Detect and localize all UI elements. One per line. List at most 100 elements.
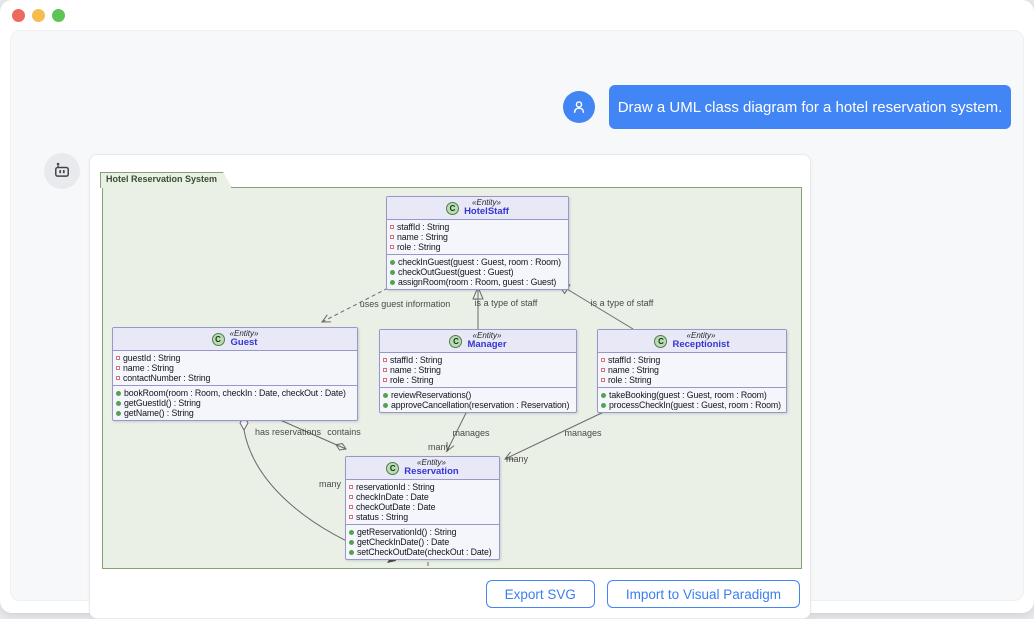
attribute-visibility-icon <box>383 378 387 382</box>
import-to-visual-paradigm-button[interactable]: Import to Visual Paradigm <box>607 580 800 608</box>
class-operations: reviewReservations() approveCancellation… <box>380 388 576 412</box>
class-operations: checkInGuest(guest : Guest, room : Room)… <box>387 255 568 289</box>
operation-text: reviewReservations() <box>391 390 471 400</box>
class-header: C «Entity» Receptionist <box>598 330 786 353</box>
operation-text: getGuestId() : String <box>124 398 201 408</box>
edge-generalization-receptionist <box>557 283 633 329</box>
attribute-visibility-icon <box>349 495 353 499</box>
class-name: Reservation <box>404 467 458 477</box>
class-header: C «Entity» HotelStaff <box>387 197 568 220</box>
diagram-canvas[interactable]: uses guest information is a type of staf… <box>102 187 802 569</box>
class-name: Manager <box>467 340 506 350</box>
uml-class-guest[interactable]: C «Entity» Guest guestId : String name :… <box>112 327 358 421</box>
attribute-row: name : String <box>383 365 573 375</box>
attribute-row: role : String <box>601 375 783 385</box>
class-icon: C <box>654 335 667 348</box>
operation-text: takeBooking(guest : Guest, room : Room) <box>609 390 767 400</box>
chat-user-message: Draw a UML class diagram for a hotel res… <box>609 85 1011 129</box>
attribute-row: staffId : String <box>601 355 783 365</box>
user-avatar <box>563 91 595 123</box>
edge-label-is-a-type-of-staff-1: is a type of staff <box>475 298 538 308</box>
operation-visibility-icon <box>349 540 354 545</box>
attribute-row: role : String <box>390 242 565 252</box>
attribute-visibility-icon <box>390 235 394 239</box>
assistant-avatar <box>44 153 80 189</box>
attribute-row: name : String <box>116 363 354 373</box>
attribute-text: role : String <box>390 375 433 385</box>
operation-text: getName() : String <box>124 408 194 418</box>
attribute-visibility-icon <box>601 368 605 372</box>
attribute-visibility-icon <box>116 376 120 380</box>
operation-text: checkOutGuest(guest : Guest) <box>398 267 513 277</box>
class-icon: C <box>449 335 462 348</box>
class-name: HotelStaff <box>464 207 509 217</box>
window-controls <box>12 9 65 22</box>
close-window-button[interactable] <box>12 9 25 22</box>
operation-text: processCheckIn(guest : Guest, room : Roo… <box>609 400 781 410</box>
class-operations: bookRoom(room : Room, checkIn : Date, ch… <box>113 386 357 420</box>
attribute-visibility-icon <box>349 485 353 489</box>
attribute-row: staffId : String <box>390 222 565 232</box>
class-operations: takeBooking(guest : Guest, room : Room) … <box>598 388 786 412</box>
attribute-text: staffId : String <box>397 222 449 232</box>
attribute-row: checkOutDate : Date <box>349 502 496 512</box>
operation-row: getGuestId() : String <box>116 398 354 408</box>
attribute-visibility-icon <box>390 245 394 249</box>
attribute-text: role : String <box>608 375 651 385</box>
operation-visibility-icon <box>349 530 354 535</box>
class-attributes: staffId : String name : String role : St… <box>380 353 576 388</box>
operation-text: approveCancellation(reservation : Reserv… <box>391 400 569 410</box>
export-svg-button[interactable]: Export SVG <box>486 580 595 608</box>
operation-row: bookRoom(room : Room, checkIn : Date, ch… <box>116 388 354 398</box>
attribute-visibility-icon <box>383 358 387 362</box>
uml-class-reservation[interactable]: C «Entity» Reservation reservationId : S… <box>345 456 500 560</box>
edge-association-receptionist-manages <box>505 409 610 459</box>
operation-text: checkInGuest(guest : Guest, room : Room) <box>398 257 561 267</box>
edge-dependency-uses-guest-information <box>322 285 394 322</box>
class-attributes: staffId : String name : String role : St… <box>598 353 786 388</box>
class-attributes: reservationId : String checkInDate : Dat… <box>346 480 499 525</box>
operation-row: approveCancellation(reservation : Reserv… <box>383 400 573 410</box>
attribute-text: name : String <box>123 363 174 373</box>
attribute-visibility-icon <box>383 368 387 372</box>
diagram-frame-title: Hotel Reservation System <box>100 172 232 188</box>
operation-visibility-icon <box>349 550 354 555</box>
user-icon <box>570 98 588 116</box>
attribute-row: guestId : String <box>116 353 354 363</box>
multiplicity-many-guest: many <box>319 479 342 489</box>
attribute-row: reservationId : String <box>349 482 496 492</box>
operation-row: getCheckInDate() : Date <box>349 537 496 547</box>
operation-visibility-icon <box>116 391 121 396</box>
minimize-window-button[interactable] <box>32 9 45 22</box>
class-icon: C <box>212 333 225 346</box>
operation-text: setCheckOutDate(checkOut : Date) <box>357 547 492 557</box>
operation-visibility-icon <box>383 403 388 408</box>
uml-class-receptionist[interactable]: C «Entity» Receptionist staffId : String… <box>597 329 787 413</box>
maximize-window-button[interactable] <box>52 9 65 22</box>
operation-row: getName() : String <box>116 408 354 418</box>
uml-class-manager[interactable]: C «Entity» Manager staffId : String name… <box>379 329 577 413</box>
edge-label-is-a-type-of-staff-2: is a type of staff <box>591 298 654 308</box>
class-header: C «Entity» Reservation <box>346 457 499 480</box>
class-name: Receptionist <box>672 340 729 350</box>
class-icon: C <box>386 462 399 475</box>
class-header: C «Entity» Manager <box>380 330 576 353</box>
operation-visibility-icon <box>116 401 121 406</box>
uml-class-hotelstaff[interactable]: C «Entity» HotelStaff staffId : String n… <box>386 196 569 290</box>
attribute-text: status : String <box>356 512 408 522</box>
attribute-visibility-icon <box>601 378 605 382</box>
attribute-text: contactNumber : String <box>123 373 210 383</box>
content-panel: Draw a UML class diagram for a hotel res… <box>10 30 1024 601</box>
attribute-row: checkInDate : Date <box>349 492 496 502</box>
diagram-card: Hotel Reservation System <box>89 154 811 619</box>
attribute-text: reservationId : String <box>356 482 435 492</box>
class-icon: C <box>446 202 459 215</box>
operation-visibility-icon <box>390 270 395 275</box>
operation-row: checkOutGuest(guest : Guest) <box>390 267 565 277</box>
attribute-text: name : String <box>397 232 448 242</box>
attribute-text: guestId : String <box>123 353 180 363</box>
operation-row: processCheckIn(guest : Guest, room : Roo… <box>601 400 783 410</box>
edge-label-contains: contains <box>327 427 361 437</box>
operation-row: checkInGuest(guest : Guest, room : Room) <box>390 257 565 267</box>
class-attributes: staffId : String name : String role : St… <box>387 220 568 255</box>
